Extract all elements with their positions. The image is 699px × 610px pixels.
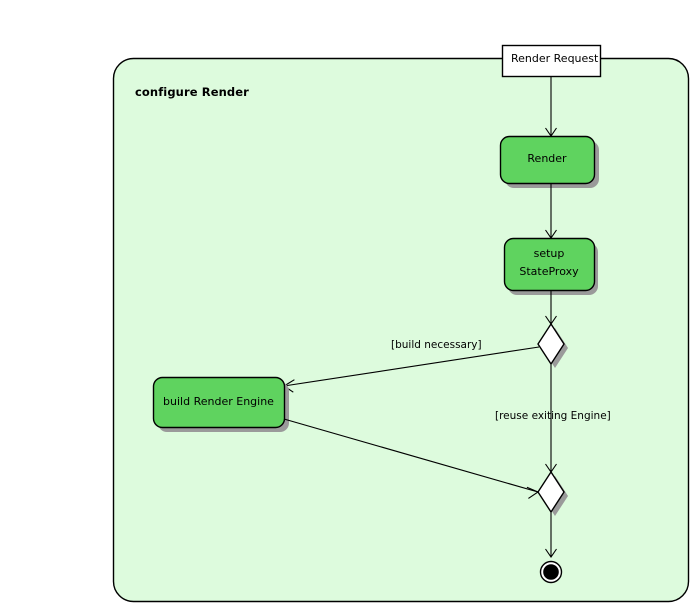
action-build-render-engine[interactable]	[152, 376, 286, 429]
action-setup-label-line1: setup	[533, 247, 565, 260]
activity-final-node-core	[543, 564, 559, 580]
guard-label-build-necessary: [build necessary]	[391, 339, 482, 351]
guard-label-reuse-engine: [reuse exiting Engine]	[495, 410, 611, 422]
action-setup-state-proxy[interactable]	[503, 237, 596, 292]
action-setup-label-line2: StateProxy	[519, 265, 579, 278]
partition-configure-render[interactable]	[112, 57, 690, 603]
edge-build-to-merge	[283, 418, 539, 493]
edge-decision-to-build	[283, 346, 540, 387]
accept-event-render-request[interactable]	[501, 44, 602, 78]
action-render[interactable]	[499, 135, 596, 185]
partition-title: configure Render	[135, 85, 249, 99]
action-build-render-engine-label: build Render Engine	[163, 395, 274, 408]
accept-event-label: Render Request	[511, 52, 599, 65]
action-render-label: Render	[527, 152, 567, 165]
arrowhead-merge-to-final	[545, 548, 557, 558]
